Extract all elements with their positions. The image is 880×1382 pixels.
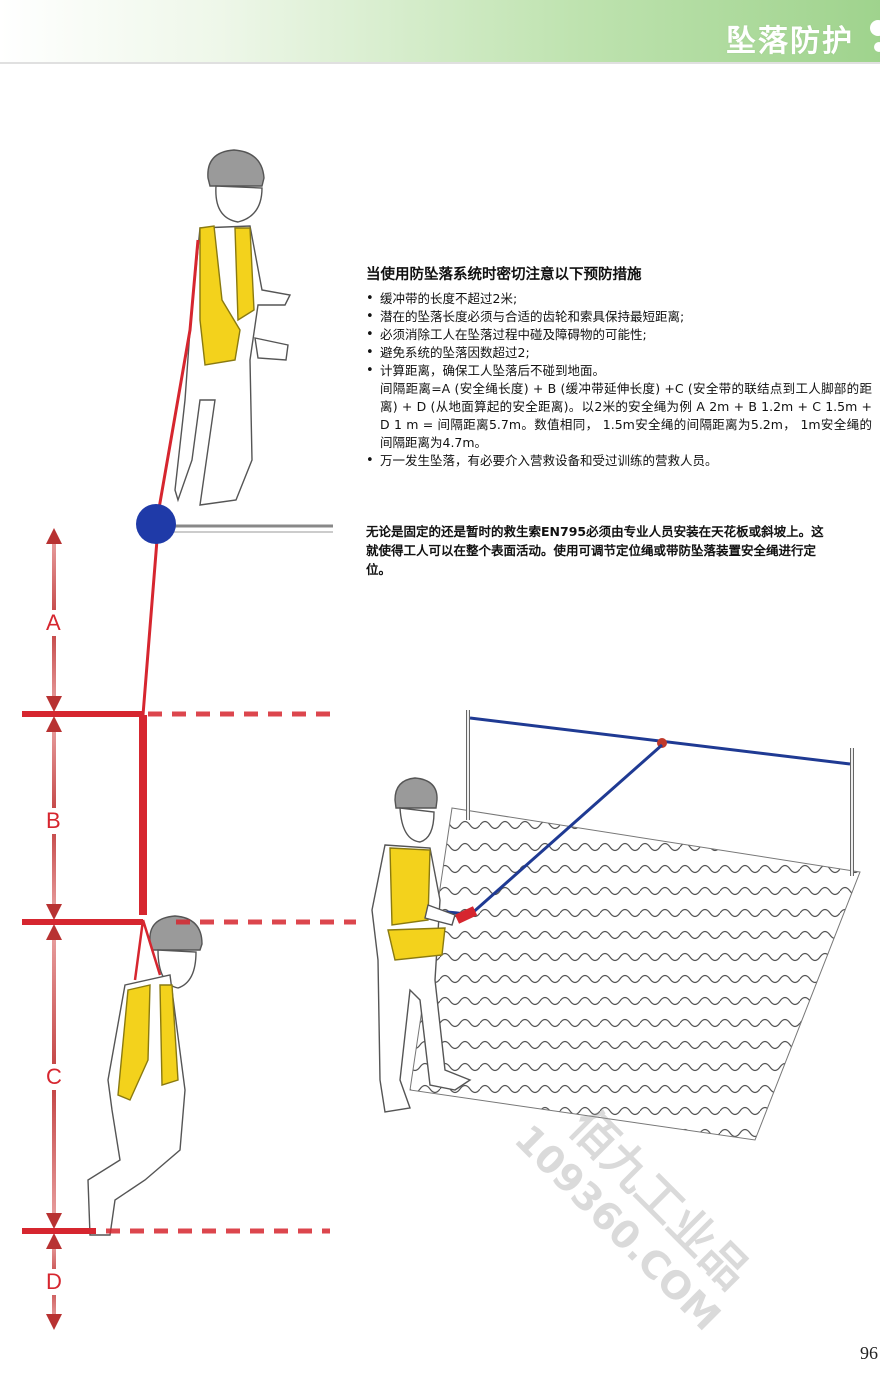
roof-worker-figure: [371, 777, 472, 1113]
list-item: 必须消除工人在坠落过程中碰及障碍物的可能性;: [366, 326, 872, 344]
dimension-arrows: [46, 528, 62, 1330]
dimension-label-a: A: [44, 610, 63, 636]
list-item: 潜在的坠落长度必须与合适的齿轮和索具保持最短距离;: [366, 308, 872, 326]
precautions-section: 当使用防坠落系统时密切注意以下预防措施 缓冲带的长度不超过2米; 潜在的坠落长度…: [366, 266, 872, 470]
dimension-label-b: B: [44, 808, 63, 834]
dimension-label-d: D: [44, 1269, 64, 1295]
header-dot-decoration-small: [874, 42, 880, 52]
anchor-point: [136, 504, 176, 544]
list-item: 避免系统的坠落因数超过2;: [366, 344, 872, 362]
precautions-title: 当使用防坠落系统时密切注意以下预防措施: [366, 267, 642, 283]
hanging-worker-figure: [87, 915, 203, 1236]
list-item: 计算距离，确保工人坠落后不碰到地面。: [366, 362, 872, 380]
reference-lines: [22, 711, 356, 1234]
list-item: 万一发生坠落，有必要介入营救设备和受过训练的营救人员。: [366, 452, 872, 470]
clearance-formula: 间隔距离=A (安全绳长度) + B (缓冲带延伸长度) +C (安全带的联结点…: [380, 381, 872, 450]
upper-worker-figure: [174, 149, 292, 506]
page-title: 坠落防护: [726, 24, 854, 59]
list-item: 缓冲带的长度不超过2米;: [366, 290, 872, 308]
dimension-label-c: C: [44, 1064, 64, 1090]
header-band: 坠落防护: [0, 0, 880, 64]
header-dot-decoration: [870, 20, 880, 36]
lanyard-upper: [155, 239, 200, 521]
shock-absorber: [139, 715, 147, 915]
lifeline-paragraph: 无论是固定的还是暂时的救生索EN795必须由专业人员安装在天花板或斜坡上。这就使…: [366, 524, 824, 577]
page-number: 96: [860, 1343, 878, 1363]
precautions-list: 缓冲带的长度不超过2米; 潜在的坠落长度必须与合适的齿轮和索具保持最短距离; 必…: [366, 290, 872, 380]
